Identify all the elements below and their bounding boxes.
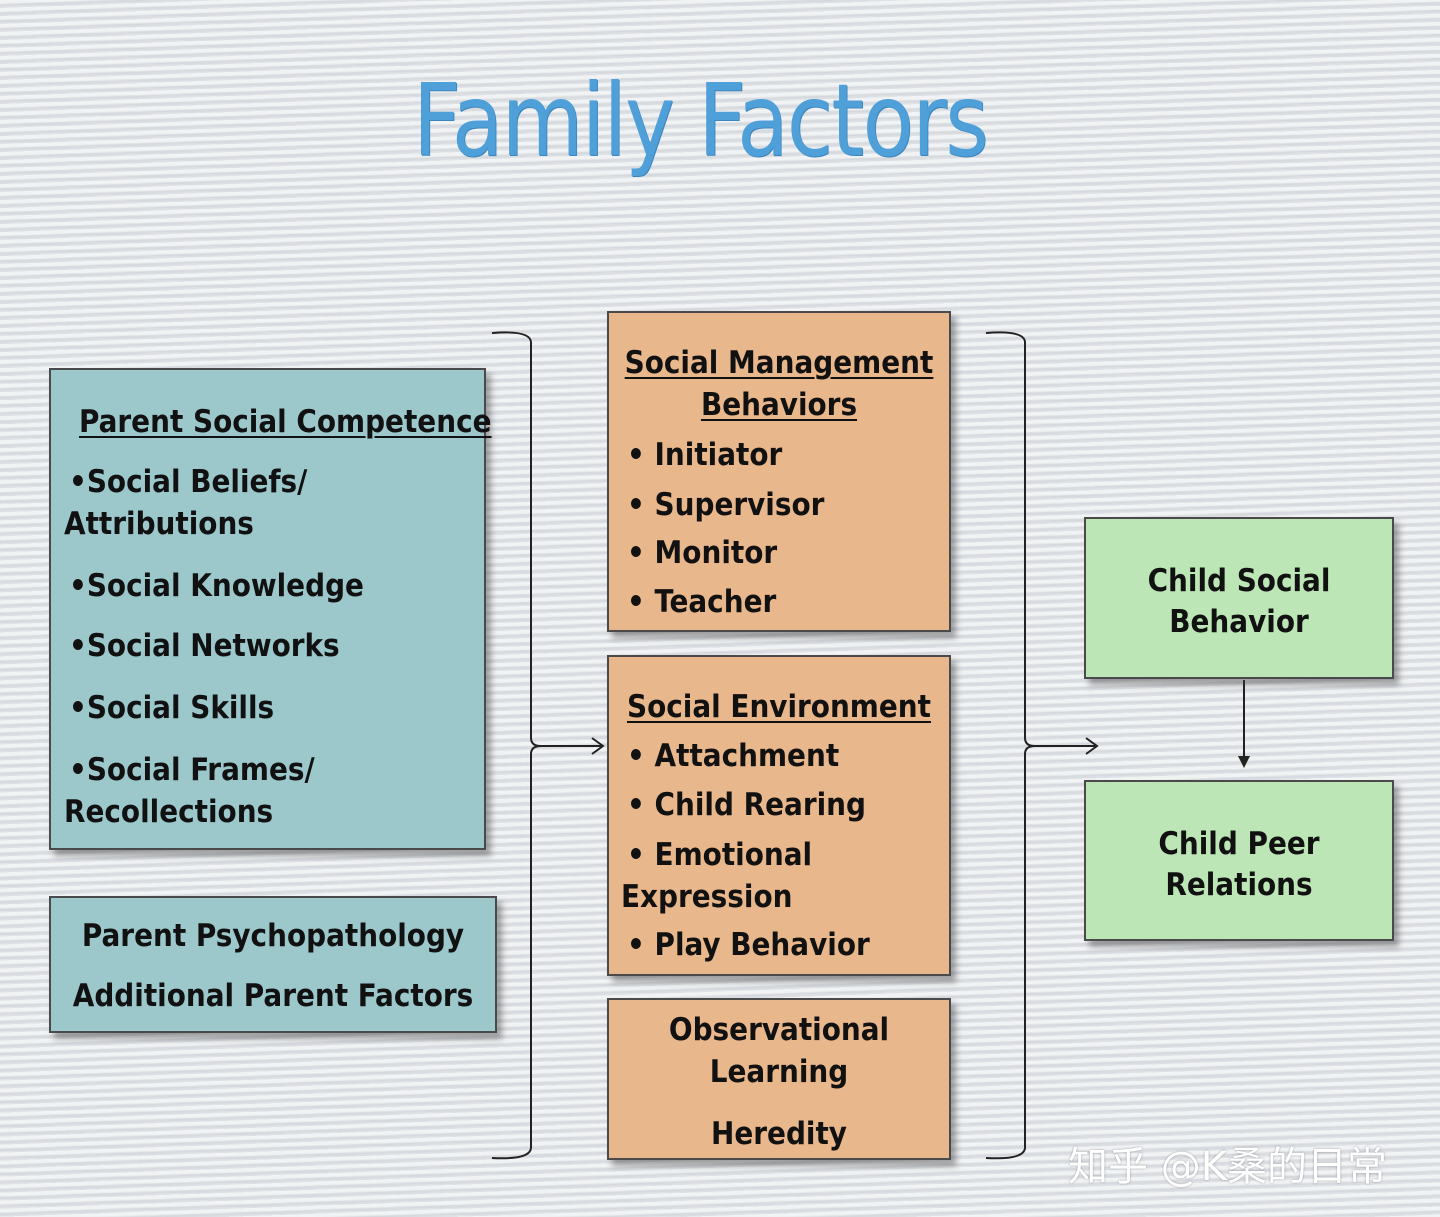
parent-social-competence-heading: Parent Social Competence <box>79 404 492 440</box>
learning-label: Learning <box>709 1054 849 1090</box>
child-social-behavior-label: Child Social <box>1147 563 1331 599</box>
behavior-to-peer-arrow-head <box>1238 756 1250 768</box>
list-item: • Play Behavior <box>627 927 870 963</box>
list-item: •Social Beliefs/ <box>69 464 308 500</box>
list-item: • Supervisor <box>627 487 825 523</box>
social-management-heading-line2: Behaviors <box>700 387 858 423</box>
watermark: 知乎 @K桑的日常 <box>1068 1144 1387 1190</box>
list-item: • Monitor <box>627 535 778 571</box>
right-bracket-arrow <box>1035 737 1099 755</box>
child-social-behavior-box: Child Social Behavior <box>1084 517 1394 679</box>
child-peer-relations-label-line2: Relations <box>1165 867 1313 903</box>
social-environment-heading: Social Environment <box>626 689 931 725</box>
parent-psychopathology-label: Parent Psychopathology <box>81 918 465 954</box>
child-social-behavior-label-line2: Behavior <box>1169 604 1309 640</box>
child-peer-relations-label: Child Peer <box>1158 826 1320 862</box>
left-bracket-arrow <box>541 737 605 755</box>
additional-parent-factors-label: Additional Parent Factors <box>72 978 474 1014</box>
parent-social-competence-box: Parent Social Competence •Social Beliefs… <box>49 368 492 850</box>
list-item: • Initiator <box>627 437 783 473</box>
list-item: • Attachment <box>627 738 840 774</box>
list-item: •Social Skills <box>69 690 275 726</box>
list-item: Recollections <box>64 794 274 830</box>
list-item: •Social Networks <box>69 628 340 664</box>
list-item: • Teacher <box>627 584 777 620</box>
social-environment-box: Social Environment • Attachment • Child … <box>607 655 951 976</box>
child-peer-relations-box: Child Peer Relations <box>1084 780 1394 941</box>
social-management-behaviors-box: Social Management Behaviors • Initiator … <box>607 311 951 632</box>
list-item: • Child Rearing <box>627 787 866 823</box>
observational-label: Observational <box>668 1012 890 1048</box>
list-item: •Social Frames/ <box>69 752 315 788</box>
list-item: Expression <box>621 879 793 915</box>
heredity-label: Heredity <box>711 1116 847 1152</box>
observational-learning-box: Observational Learning Heredity <box>607 998 951 1160</box>
left-bracket <box>491 331 542 1160</box>
parent-other-factors-box: Parent Psychopathology Additional Parent… <box>49 896 497 1033</box>
list-item: •Social Knowledge <box>69 568 364 604</box>
right-bracket <box>985 331 1036 1160</box>
list-item: Attributions <box>64 506 254 542</box>
page-title: Family Factors <box>412 62 989 179</box>
social-management-heading: Social Management <box>624 345 934 381</box>
list-item: • Emotional <box>627 837 813 873</box>
